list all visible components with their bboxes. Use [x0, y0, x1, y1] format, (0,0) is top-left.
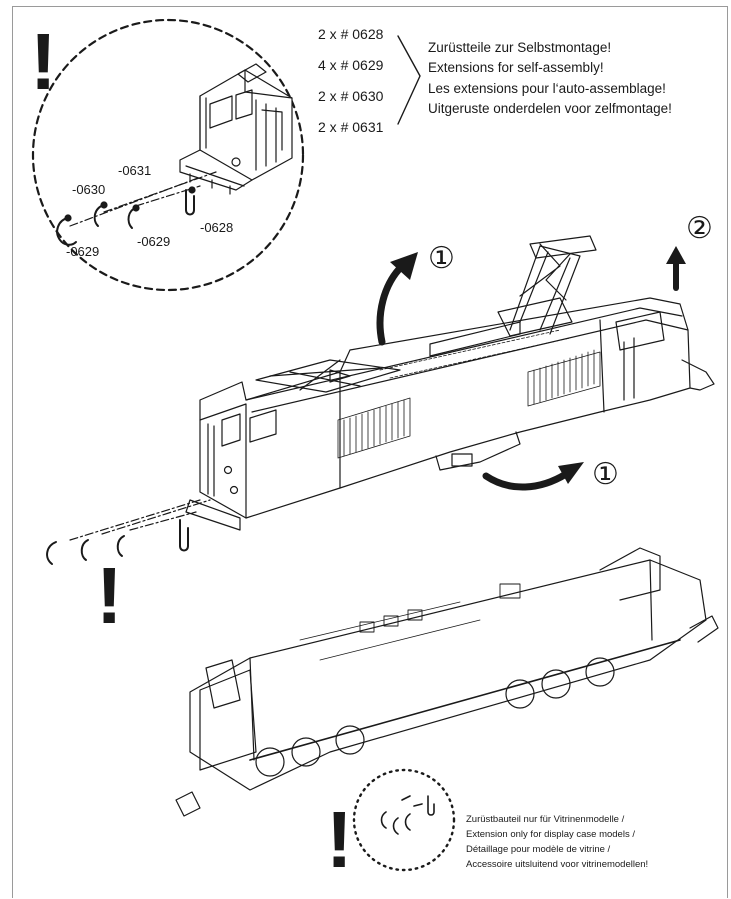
parts-description-line: Extensions for self-assembly! — [428, 60, 604, 75]
parts-item: 2 x # 0630 — [318, 88, 384, 104]
part-label: -0628 — [200, 220, 234, 235]
part-label: -0629 — [137, 234, 171, 249]
part-label: -0630 — [72, 182, 106, 197]
warning-mark-detail: ! — [30, 17, 57, 106]
step-2-label: ② — [686, 211, 713, 246]
warning-mark-couplers: ! — [96, 551, 123, 640]
parts-description-line: Zurüstteile zur Selbstmontage! — [428, 40, 612, 55]
parts-description-line: Les extensions pour l‘auto-assemblage! — [428, 81, 666, 96]
parts-item: 4 x # 0629 — [318, 57, 384, 73]
step-1-label-top: ① — [428, 241, 455, 276]
display-note-line: Détaillage pour modèle de vitrine / — [466, 844, 611, 855]
loco-body-drawing — [46, 297, 715, 565]
parts-item: 2 x # 0631 — [318, 119, 384, 135]
parts-item: 2 x # 0628 — [318, 26, 384, 42]
pantograph-raised — [497, 235, 597, 337]
detail-magnifier — [31, 18, 305, 292]
display-note-line: Extension only for display case models / — [466, 829, 635, 840]
step1-arrow-up — [376, 252, 418, 346]
pantograph-lowered — [255, 359, 401, 393]
part-label: -0629 — [66, 244, 100, 259]
parts-description-line: Uitgeruste onderdelen voor zelfmontage! — [428, 101, 672, 116]
step1-arrow-side — [482, 462, 584, 491]
detail-exploded-parts — [56, 171, 217, 246]
display-note-line: Zurüstbauteil nur für Vitrinenmodelle / — [466, 814, 625, 825]
part-label: -0631 — [118, 163, 152, 178]
chassis-drawing — [175, 547, 719, 817]
page-frame — [12, 6, 728, 898]
warning-mark-display: ! — [326, 795, 353, 884]
step-1-label-bottom: ① — [592, 457, 619, 492]
step2-arrow-up — [666, 246, 686, 291]
display-note-circle — [352, 768, 456, 872]
detail-cab-drawing — [179, 63, 293, 195]
display-note-line: Accessoire uitsluitend voor vitrinemodel… — [466, 859, 649, 870]
parts-bracket — [397, 35, 421, 125]
